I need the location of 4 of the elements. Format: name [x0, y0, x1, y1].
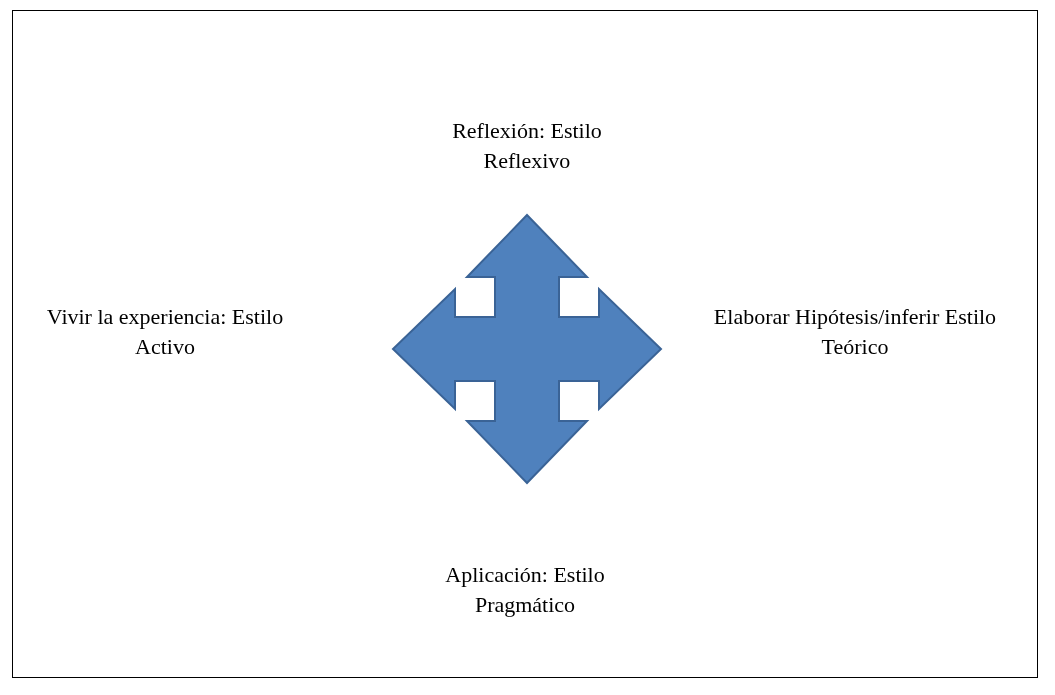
style-label: Reflexión: Estilo Reflexivo — [451, 117, 603, 175]
style-label: Elaborar Hipótesis/inferir Estilo Teórico — [712, 303, 998, 361]
style-label: Vivir la experiencia: Estilo Activo — [45, 303, 285, 361]
style-label: Aplicación: Estilo Pragmático — [444, 561, 606, 619]
